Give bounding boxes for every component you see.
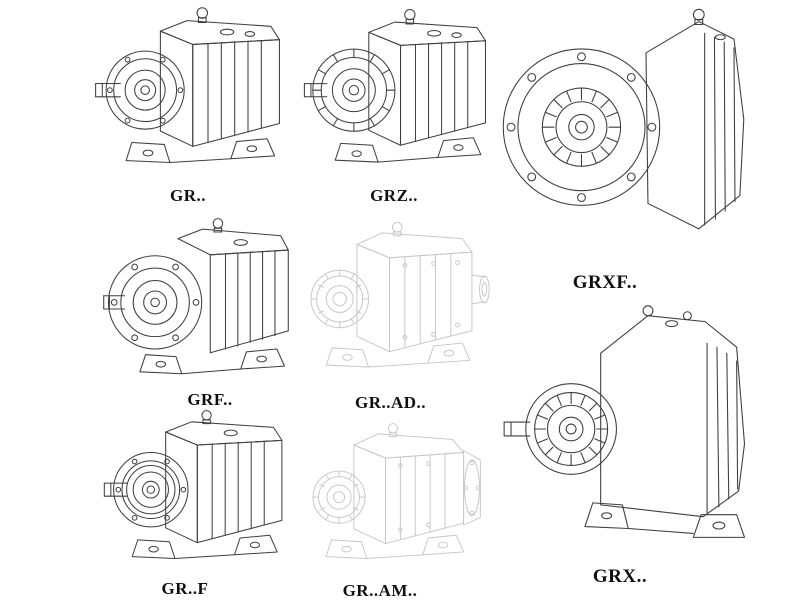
figure-gr-am	[288, 406, 483, 578]
gr-am-gearbox-drawing-icon	[312, 423, 481, 559]
grz-gearbox-drawing-icon	[303, 8, 486, 163]
gr-f-gearbox-drawing-icon	[103, 410, 283, 559]
figure-label-gr-am: GR..AM..	[342, 581, 418, 600]
grf-gearbox-drawing-icon	[103, 218, 289, 375]
figure-label-gr: GR..	[170, 186, 206, 205]
figure-gr	[88, 2, 288, 184]
figure-label-gr-ad: GR..AD..	[354, 393, 427, 412]
figure-label-grz: GRZ..	[370, 186, 418, 205]
figure-grx	[498, 296, 794, 562]
grx-gearbox-drawing-icon	[503, 305, 746, 538]
figure-gr-f	[92, 406, 297, 578]
figure-label-grx: GRX..	[592, 566, 648, 587]
figure-label-gr-f: GR..F	[161, 579, 209, 598]
grxf-gearbox-drawing-icon	[502, 8, 745, 230]
gr-ad-gearbox-drawing-icon	[310, 221, 490, 368]
figure-grxf	[498, 2, 794, 266]
figure-grf	[92, 212, 300, 388]
figure-label-grxf: GRXF..	[572, 272, 638, 293]
figure-label-grf: GRF..	[187, 390, 233, 409]
figure-gr-ad	[288, 208, 493, 390]
figure-grz	[296, 2, 492, 184]
gr-gearbox-drawing-icon	[95, 7, 280, 164]
